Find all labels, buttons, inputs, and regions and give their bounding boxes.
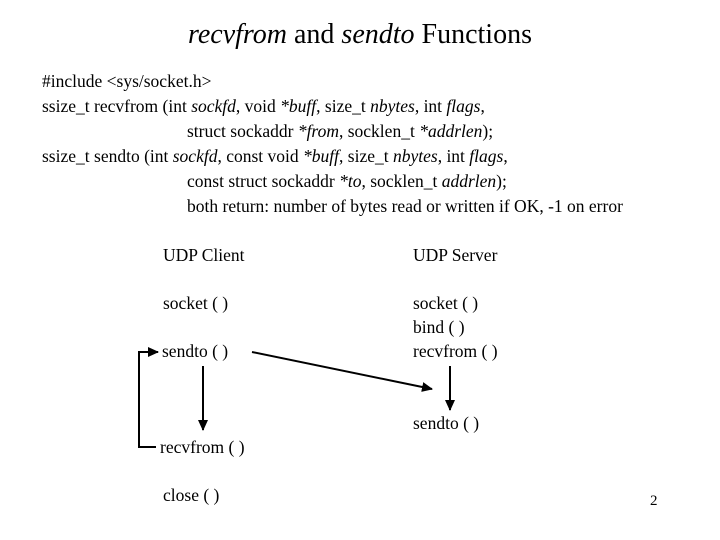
page-number: 2 xyxy=(650,493,658,509)
code-line-recvfrom-signature: ssize_t recvfrom (int sockfd, void *buff… xyxy=(42,96,485,116)
client-to-server-arrow xyxy=(251,351,433,392)
server-bind-label: bind ( ) xyxy=(413,317,465,337)
client-close-label: close ( ) xyxy=(163,485,220,505)
client-recvfrom-label: recvfrom ( ) xyxy=(160,437,245,457)
server-socket-label: socket ( ) xyxy=(413,293,479,313)
code-line-return-note: both return: number of bytes read or wri… xyxy=(187,196,623,216)
client-socket-label: socket ( ) xyxy=(163,293,229,313)
client-loop-arrow xyxy=(138,347,159,448)
client-sendto-label: sendto ( ) xyxy=(162,341,229,361)
server-sendto-label: sendto ( ) xyxy=(413,413,480,433)
code-line-sendto-signature: ssize_t sendto (int sockfd, const void *… xyxy=(42,146,508,166)
udp-server-header: UDP Server xyxy=(413,245,498,265)
udp-client-header: UDP Client xyxy=(163,245,245,265)
code-line-recvfrom-args: struct sockaddr *from, socklen_t *addrle… xyxy=(187,121,494,141)
server-recvfrom-label: recvfrom ( ) xyxy=(413,341,498,361)
code-line-sendto-args: const struct sockaddr *to, socklen_t add… xyxy=(187,171,507,191)
code-line-include: #include <sys/socket.h> xyxy=(42,71,212,91)
page-title: recvfrom and sendto Functions xyxy=(187,19,532,50)
